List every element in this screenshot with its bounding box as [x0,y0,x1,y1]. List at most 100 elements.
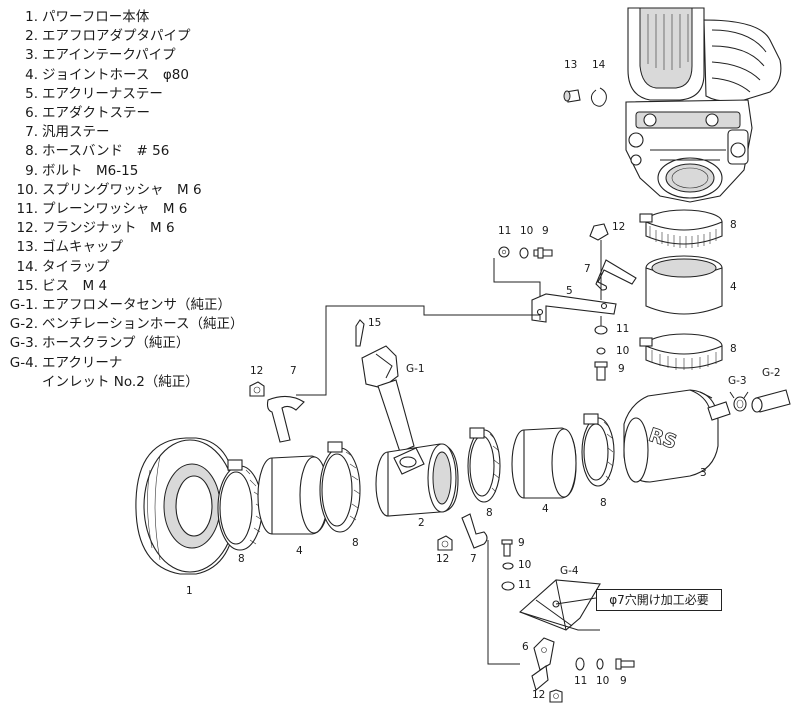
parts-list-item: 1.パワーフロー本体 [0,8,300,27]
airflow-sensor-g1 [355,319,415,453]
callout-g2: G-2 [762,367,781,379]
parts-list-item: 15.ビス M 4 [0,277,300,296]
engine-throttle-body [625,7,782,203]
callout-7-low: 7 [470,553,477,565]
part-name-line2: インレット No.2（純正） [42,373,199,390]
part-name: エアインテークパイプ [42,47,176,64]
hose-band-8-c [467,427,501,503]
part-name: 汎用ステー [42,124,110,141]
cleaner-inlet-g4 [518,579,601,631]
part-name: エアダクトステー [42,105,150,122]
part-number: G-2. [9,316,38,333]
washer-10-side [596,658,604,670]
part-number: 2. [25,28,38,45]
callout-g3: G-3 [728,375,747,387]
part-number: G-4. [9,354,38,371]
callout-14: 14 [592,59,606,71]
part-number: 6. [25,105,38,122]
part-name: ホースクランプ（純正） [42,335,190,352]
part-name: エアフロメータセンサ（純正） [42,297,231,314]
part-name: エアクリーナステー [42,85,163,102]
rs-logo-text: RS [646,424,680,454]
washer-11-lower [501,581,515,591]
callout-12-bottom: 12 [532,689,545,701]
part-number: 10. [16,181,38,198]
callout-g1: G-1 [406,363,425,375]
callout-8-right: 8 [600,497,607,509]
part-name: パワーフロー本体 [42,9,150,25]
parts-list-item: 2.エアフロアダプタパイプ [0,27,300,46]
leader-g4 [487,540,520,665]
bolt-9-lower [501,539,513,557]
part-number: 9. [25,162,38,179]
part-number: 1. [25,9,38,25]
callouts: 13 14 8 12 11 10 9 7 4 5 11 8 10 9 15 G-… [186,59,781,701]
callout-7-left: 7 [290,365,297,377]
callout-2: 2 [418,517,425,529]
callout-8-left: 8 [238,553,245,565]
callout-g4: G-4 [560,565,579,577]
part-name: ベンチレーションホース（純正） [42,316,244,333]
duct-stay-6 [531,637,555,691]
part-name: フランジナット M 6 [42,220,175,237]
callout-9-bottom: 9 [620,675,627,687]
joint-hose-4-b [511,427,577,499]
power-flow-body-1 [135,437,237,575]
adapter-pipe-2 [375,443,459,517]
callout-4-right: 4 [542,503,549,515]
callout-5: 5 [566,285,573,297]
callout-1: 1 [186,585,193,597]
callout-9-mid: 9 [618,363,625,375]
washer-11-side [575,657,585,671]
callout-6: 6 [522,641,529,653]
rubber-cap-13 [563,89,581,103]
part-name: ゴムキャップ [42,239,123,256]
part-name: ホースバンド # 56 [42,143,170,160]
part-number: 8. [25,143,38,160]
part-name: エアクリーナ [42,354,123,371]
part-number: 3. [25,47,38,64]
hose-band-8-mid [639,333,723,370]
callout-11-low: 11 [518,579,531,591]
parts-list-item: 9.ボルト M6-15 [0,162,300,181]
parts-list-item: 14.タイラップ [0,258,300,277]
drilling-note: φ7穴開け加工必要 [596,589,722,611]
callout-8-top: 8 [730,219,737,231]
callout-10-low: 10 [518,559,531,571]
parts-list-item: G-3.ホースクランプ（純正） [0,334,300,353]
callout-4-left: 4 [296,545,303,557]
callout-8-left2: 8 [352,537,359,549]
callout-11-bottom: 11 [574,675,587,687]
part-number: 12. [16,220,38,237]
callout-10-top: 10 [520,225,533,237]
parts-list-item-continued: インレット No.2（純正） [0,373,300,392]
part-number: 13. [16,239,38,256]
stay-7-left [249,381,305,443]
cleaner-stay-5 [296,223,637,396]
callout-11-top: 11 [498,225,511,237]
callout-8-mid2: 8 [486,507,493,519]
callout-7-top: 7 [584,263,591,275]
parts-list-item: 13.ゴムキャップ [0,238,300,257]
part-name: ボルト M6-15 [42,162,139,179]
washer-10-lower [502,562,514,570]
parts-list-item: 11.プレーンワッシャ M 6 [0,200,300,219]
hose-band-8-d [581,413,615,487]
bolt-9-side [615,658,635,670]
joint-hose-4-a [257,455,329,535]
callout-9-low: 9 [518,537,525,549]
part-name: タイラップ [42,258,110,275]
part-name: ビス M 4 [42,277,108,294]
callout-12-low: 12 [436,553,449,565]
part-name: エアフロアダプタパイプ [42,28,191,45]
parts-list-item: 4.ジョイントホース φ80 [0,66,300,85]
part-number: 4. [25,66,38,83]
callout-10-mid: 10 [616,345,629,357]
parts-list-item: G-4.エアクリーナ [0,354,300,373]
joint-hose-4-top [645,255,723,315]
ventilation-hose-g2 [751,389,791,413]
part-number: G-1. [9,297,38,314]
parts-list-item: 8.ホースバンド # 56 [0,142,300,161]
parts-list-item: 7.汎用ステー [0,123,300,142]
